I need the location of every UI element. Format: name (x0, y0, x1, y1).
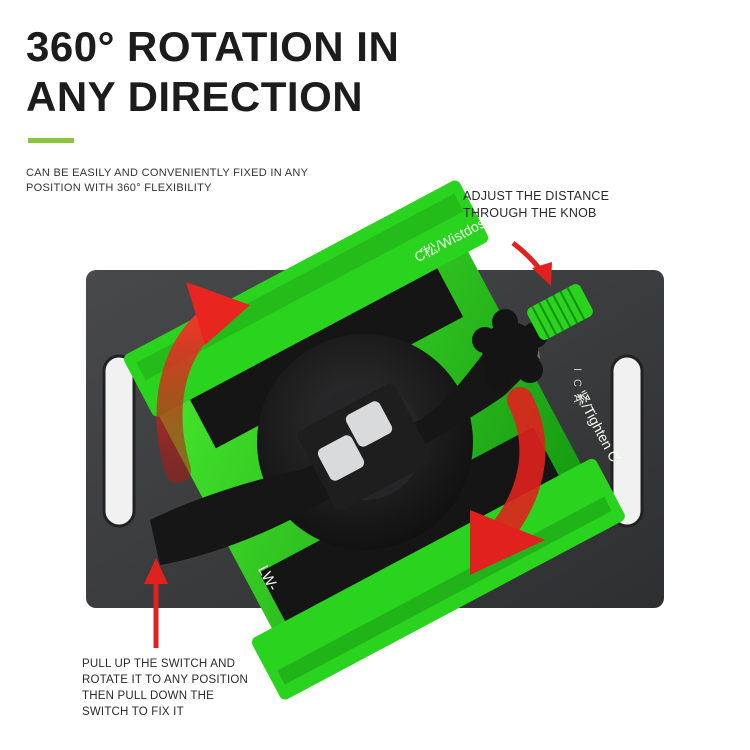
subheading: CAN BE EASILY AND CONVENIENTLY FIXED IN … (26, 166, 356, 196)
subheading-line-2: POSITION WITH 360° FLEXIBILITY (26, 182, 212, 194)
base-slot-left (102, 354, 136, 528)
callout-switch-line-1: PULL UP THE SWITCH AND (82, 658, 236, 670)
rotation-arrow-right (470, 387, 546, 575)
headline: 360° ROTATION IN ANY DIRECTION (26, 22, 399, 122)
callout-switch-line-3: THEN PULL DOWN THE (82, 690, 215, 702)
callout-switch-line-4: SWITCH TO FIX IT (82, 706, 184, 718)
callout-switch-line-2: ROTATE IT TO ANY POSITION (82, 674, 249, 686)
arrow-head-right (470, 510, 545, 575)
callout-knob-line-1: ADJUST THE DISTANCE (463, 189, 610, 203)
subheading-line-1: CAN BE EASILY AND CONVENIENTLY FIXED IN … (26, 167, 309, 179)
headline-line-2: ANY DIRECTION (26, 73, 364, 120)
rotation-arrow-left (156, 282, 250, 483)
knob-pointer-arrow (511, 241, 552, 286)
callout-switch: PULL UP THE SWITCH AND ROTATE IT TO ANY … (82, 656, 267, 720)
base-slot-right (610, 354, 644, 528)
star-knob (472, 309, 548, 389)
knurled-knob (527, 284, 593, 340)
switch-pointer-arrow (144, 558, 168, 648)
label-brand: ICA (571, 368, 583, 410)
arrow-head-left (186, 282, 250, 345)
accent-bar (28, 138, 74, 143)
black-lever (150, 330, 540, 565)
callout-knob: ADJUST THE DISTANCE THROUGH THE KNOB (463, 188, 653, 222)
headline-line-1: 360° ROTATION IN (26, 23, 400, 70)
callout-knob-line-2: THROUGH THE KNOB (463, 206, 597, 220)
